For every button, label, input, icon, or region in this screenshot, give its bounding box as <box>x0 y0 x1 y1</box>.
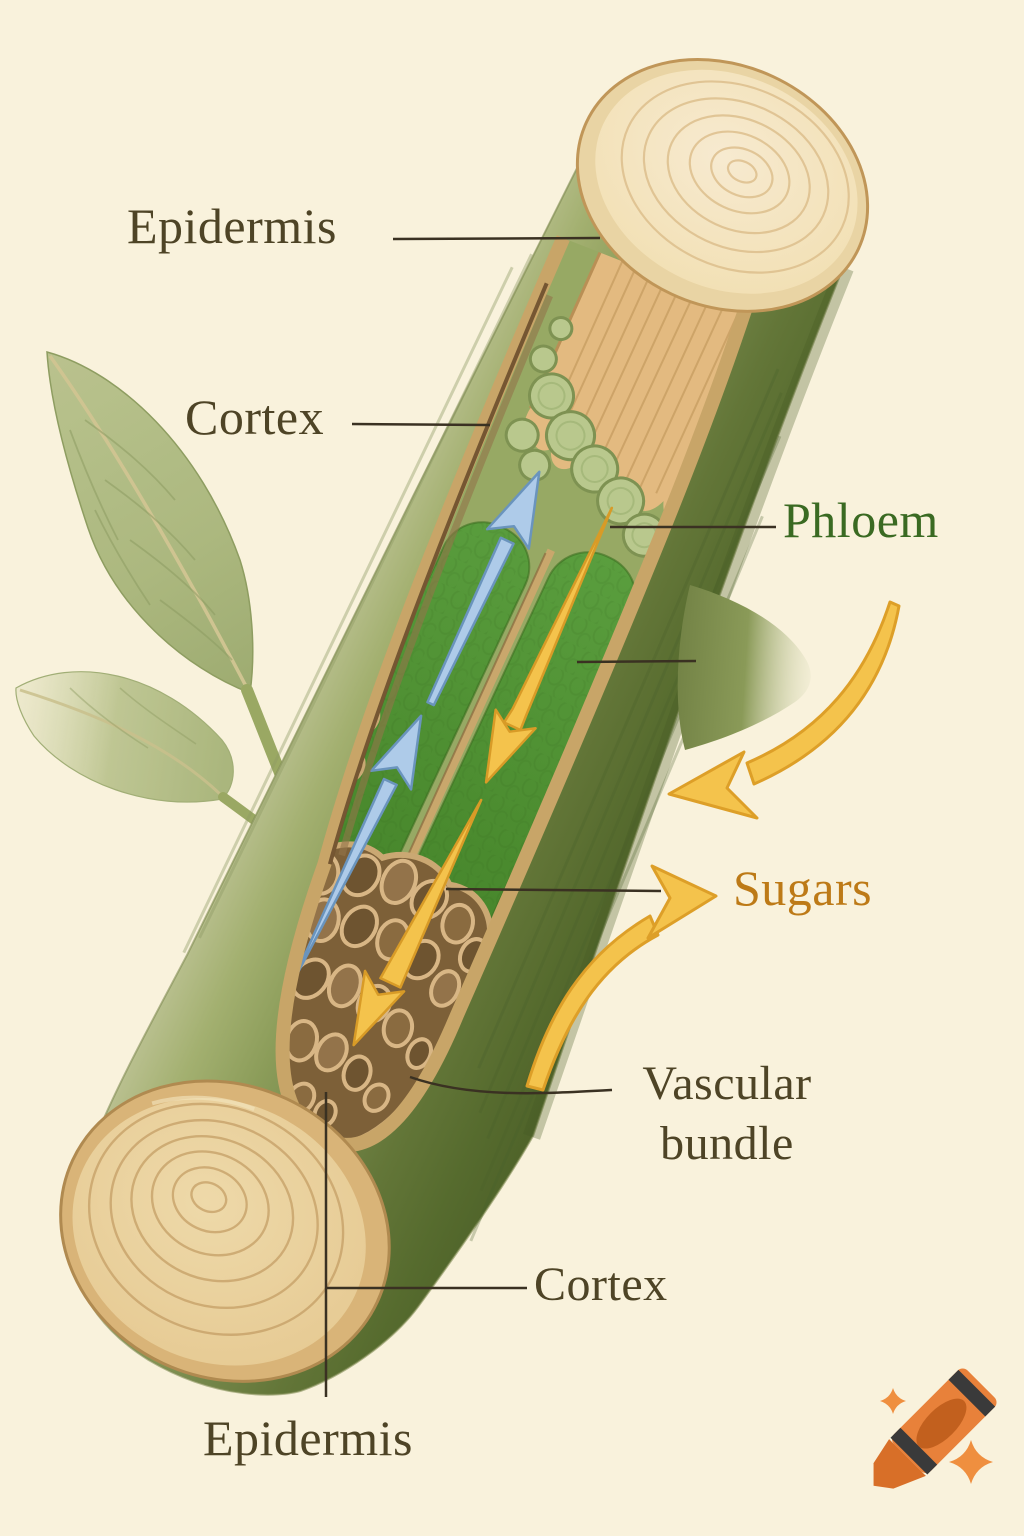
label-vascular-line1: Vascular <box>642 1057 812 1110</box>
label-epidermis-bottom: Epidermis <box>203 1410 414 1466</box>
cut-edge-wall <box>275 235 752 1152</box>
phloem-second-leader <box>576 659 697 664</box>
vascular-bundle-leader <box>409 1075 613 1095</box>
sugars-out-arrow-icon <box>525 864 718 1092</box>
epidermis-top-leader <box>392 236 601 241</box>
stem-bottom-cut-face <box>59 1079 391 1383</box>
stem-top-cut-face <box>575 58 870 313</box>
crayon-logo-icon <box>873 1368 997 1489</box>
label-vascular-line2: bundle <box>660 1116 794 1170</box>
label-cortex-top: Cortex <box>185 389 325 445</box>
label-sugars: Sugars <box>733 860 873 916</box>
label-phloem: Phloem <box>783 492 939 548</box>
branch-stub <box>677 585 811 750</box>
leaf-upper <box>46 350 254 695</box>
label-vascular-bundle: Vascular bundle <box>597 1054 857 1173</box>
parenchyma-cells <box>504 316 677 579</box>
water-flow-arrow-up-icon <box>289 470 541 989</box>
leader-lines <box>324 236 776 1397</box>
label-epidermis-top: Epidermis <box>127 198 338 254</box>
cortex-top-leader <box>351 422 491 427</box>
sugars-in-arrow-icon <box>667 600 901 820</box>
label-cortex-bottom: Cortex <box>534 1258 668 1311</box>
sugars-leader <box>445 887 662 893</box>
leaf-lower <box>15 671 234 803</box>
sugar-flow-arrow-down-icon <box>352 506 614 1047</box>
